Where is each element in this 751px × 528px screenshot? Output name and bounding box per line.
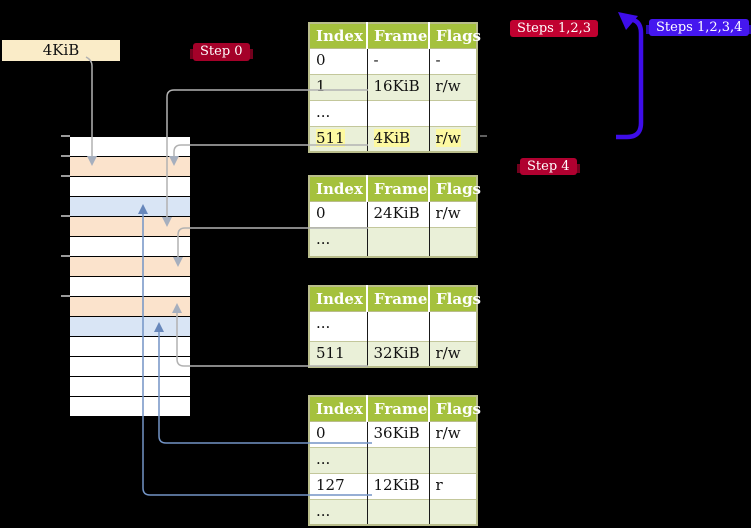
table-cell <box>367 99 430 126</box>
badge-step-4: Step 4 <box>520 158 577 175</box>
memory-column <box>70 136 190 417</box>
column-header: Flags <box>429 396 481 422</box>
memory-frame-row-blue <box>70 197 190 217</box>
table-cell: 127 <box>309 472 368 499</box>
table-cell: 0 <box>309 420 368 447</box>
column-header: Frame <box>367 286 430 312</box>
column-header: Frame <box>367 23 430 49</box>
table-cell: 32KiB <box>367 340 430 367</box>
frame-size-label: 4KiB <box>2 40 120 61</box>
badge-steps-1-2-3: Steps 1,2,3 <box>510 20 599 37</box>
table-cell: ... <box>309 99 368 126</box>
table-cell: r/w <box>429 73 477 100</box>
table-cell: 36KiB <box>367 420 430 447</box>
memory-frame-row-orange <box>70 257 190 277</box>
table-cell: 24KiB <box>367 200 430 227</box>
table-cell <box>429 446 477 473</box>
column-header: Index <box>309 176 368 202</box>
table-cell <box>367 226 430 257</box>
memory-frame-row-white <box>70 137 190 157</box>
table-cell: - <box>429 47 477 74</box>
badge-steps-1-2-3-4: Steps 1,2,3,4 <box>649 19 750 36</box>
memory-address-tick <box>61 175 70 177</box>
column-header: Flags <box>429 286 481 312</box>
table-cell <box>367 498 430 525</box>
table-cell: r/w <box>429 200 477 227</box>
table-cell: ... <box>309 446 368 473</box>
memory-frame-row-orange <box>70 157 190 177</box>
memory-frame-row-white <box>70 237 190 257</box>
table-cell <box>429 99 477 126</box>
memory-address-tick <box>61 215 70 217</box>
table-cell <box>367 310 430 341</box>
table-cell <box>429 498 477 525</box>
column-header: Frame <box>367 396 430 422</box>
table-row: ... <box>309 446 477 473</box>
loop-arrow-steps <box>616 16 644 140</box>
memory-address-tick <box>61 255 70 257</box>
table-cell: 16KiB <box>367 73 430 100</box>
table-cell: 0 <box>309 47 368 74</box>
memory-frame-row-orange <box>70 217 190 237</box>
table-row: ... <box>309 99 477 126</box>
memory-frame-row-orange <box>70 297 190 317</box>
memory-frame-row-white <box>70 377 190 397</box>
table-cell <box>367 446 430 473</box>
memory-address-tick <box>61 295 70 297</box>
table-cell: 1 <box>309 73 368 100</box>
table-cell: - <box>367 47 430 74</box>
table-cell: r/w <box>429 420 477 447</box>
column-header: Index <box>309 23 368 49</box>
table-cell: 12KiB <box>367 472 430 499</box>
memory-frame-row-white <box>70 397 190 417</box>
column-header: Flags <box>429 23 481 49</box>
table-cell: r/w <box>429 340 477 367</box>
memory-frame-row-white <box>70 357 190 377</box>
memory-address-tick <box>61 155 70 157</box>
table-row: 0-- <box>309 47 477 74</box>
memory-frame-row-white <box>70 277 190 297</box>
badge-step-0: Step 0 <box>193 43 250 61</box>
table-cell: ... <box>309 498 368 525</box>
table-cell <box>429 226 477 257</box>
table-row: ... <box>309 226 477 257</box>
column-header: Index <box>309 286 368 312</box>
memory-frame-row-white <box>70 337 190 357</box>
memory-frame-row-white <box>70 177 190 197</box>
memory-address-tick <box>61 135 70 137</box>
column-header: Index <box>309 396 368 422</box>
memory-frame-row-blue <box>70 317 190 337</box>
column-header: Flags <box>429 176 481 202</box>
table-cell: 0 <box>309 200 368 227</box>
table-cell: ... <box>309 226 368 257</box>
table-cell: r/w <box>429 125 477 152</box>
table-cell: 511 <box>309 340 368 367</box>
table-row: ... <box>309 498 477 525</box>
table-cell <box>429 310 477 341</box>
loop-arrowhead <box>618 12 638 30</box>
column-header: Frame <box>367 176 430 202</box>
table-row: ... <box>309 310 477 341</box>
table-cell: ... <box>309 310 368 341</box>
table-cell: 511 <box>309 125 368 152</box>
table-cell: 4KiB <box>367 125 430 152</box>
table-cell: r <box>429 472 477 499</box>
